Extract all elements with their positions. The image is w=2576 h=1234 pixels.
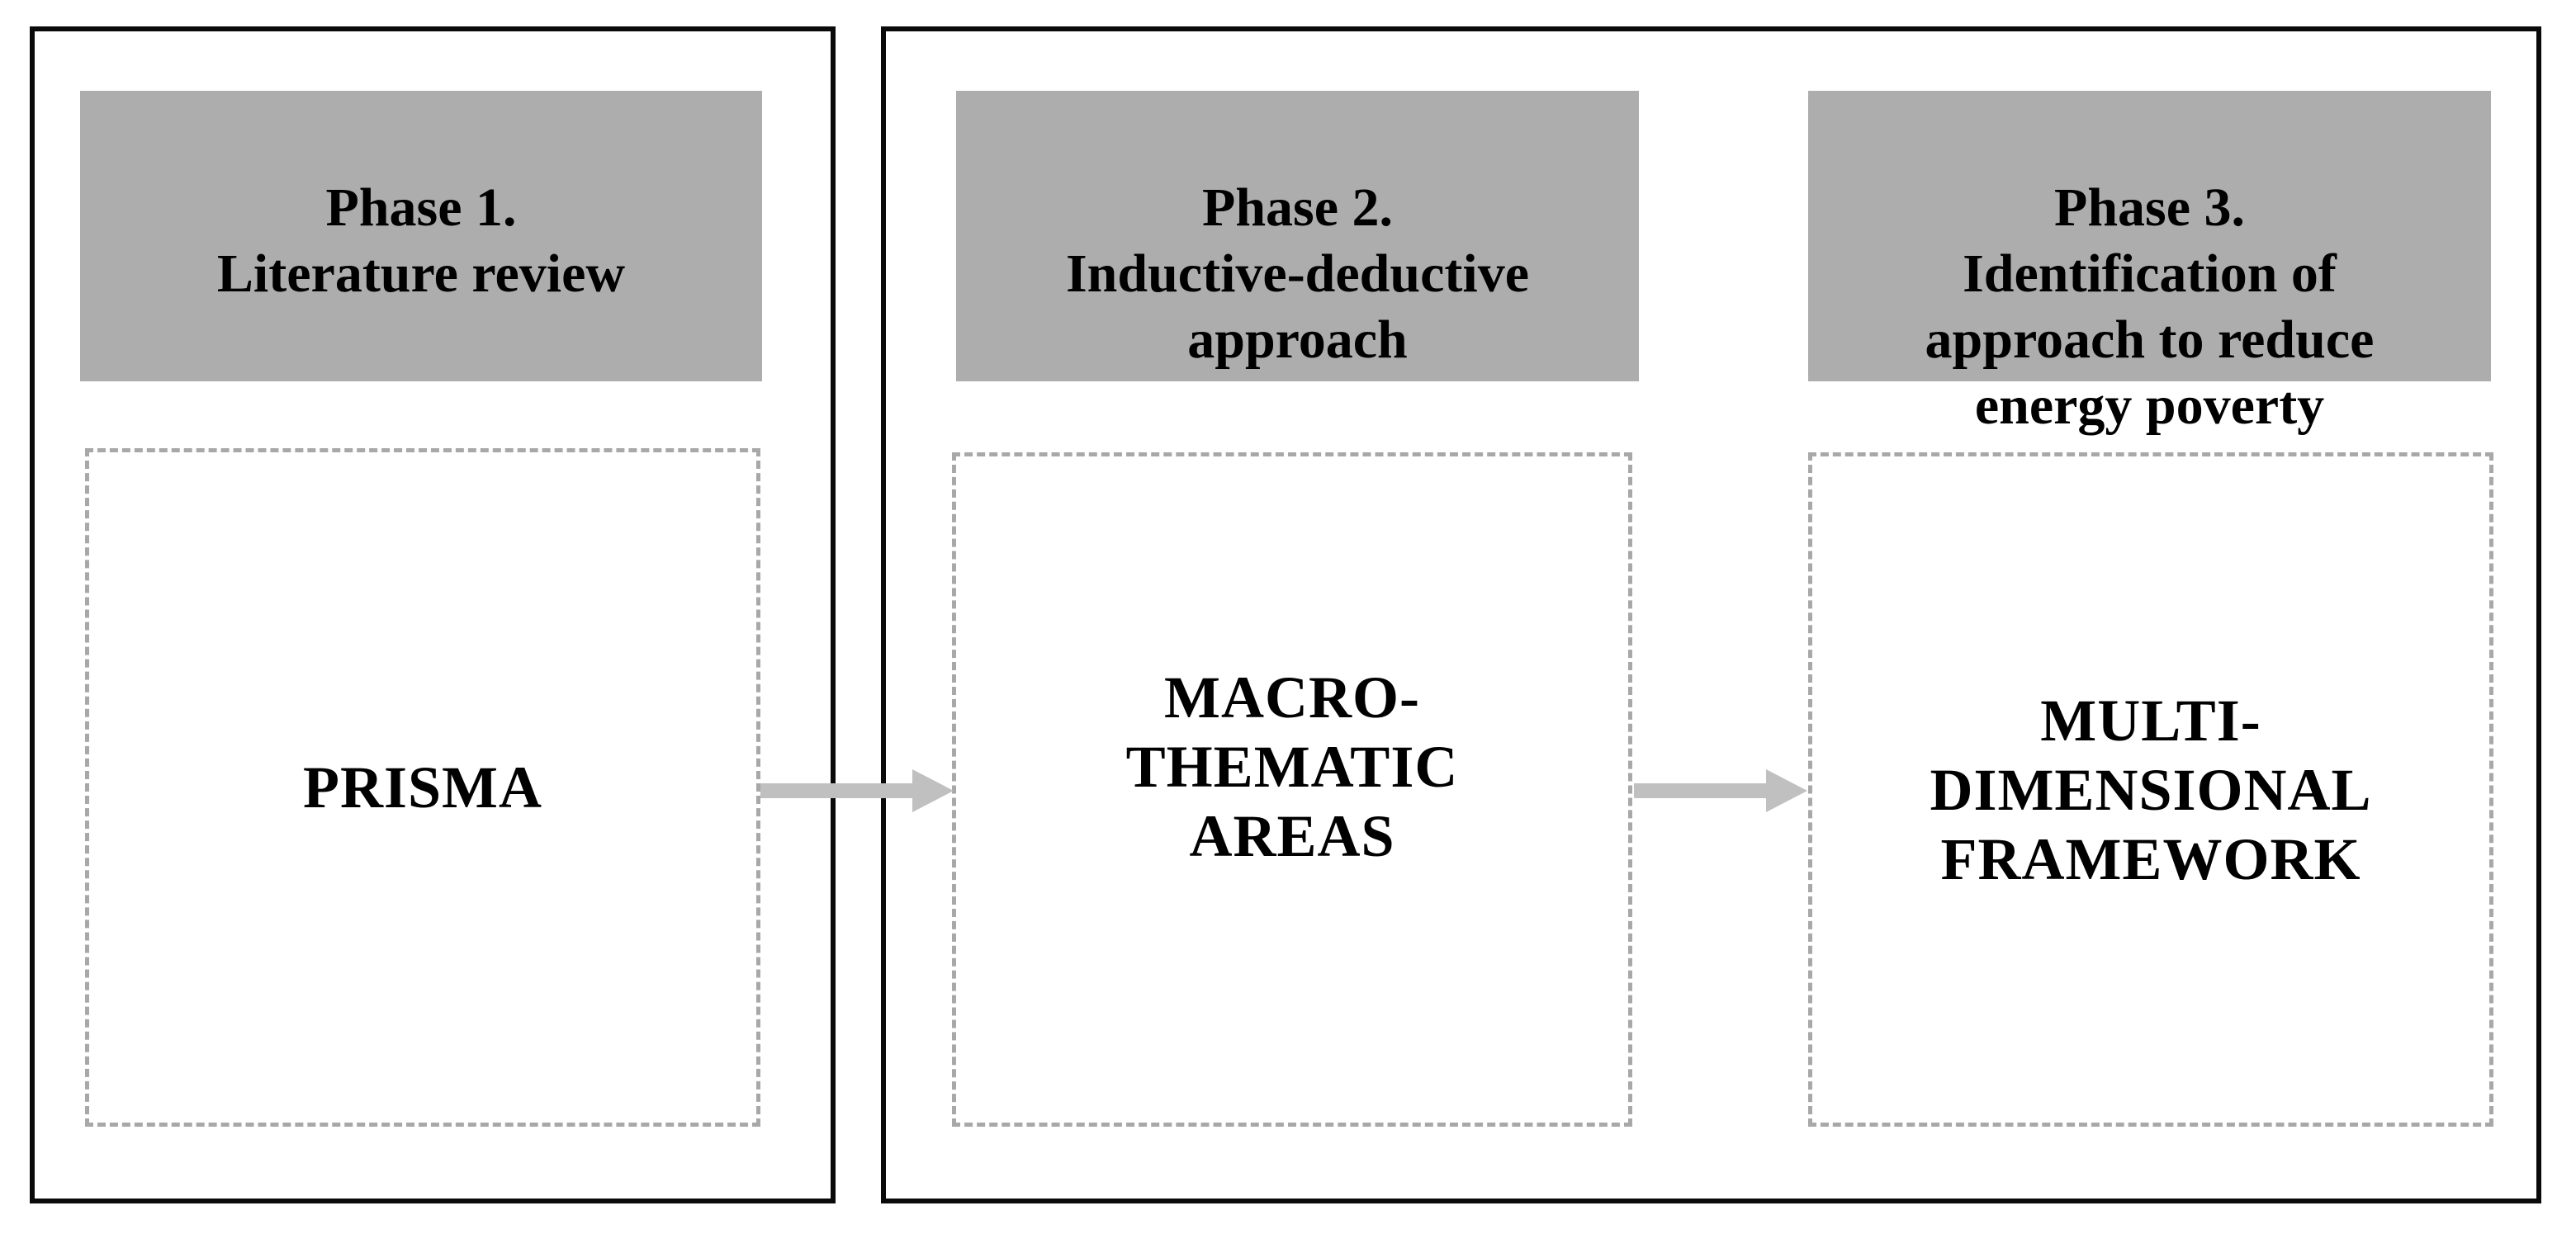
arrow-shaft bbox=[760, 783, 914, 798]
phase-3-header: Phase 3. Identification of approach to r… bbox=[1808, 91, 2491, 436]
arrow-head bbox=[912, 769, 954, 812]
prisma-box: PRISMA bbox=[85, 448, 760, 1127]
prisma-label: PRISMA bbox=[303, 754, 542, 820]
phase-1-header-label: Phase 1. Literature review bbox=[216, 177, 626, 304]
arrow-shaft bbox=[1634, 783, 1766, 798]
phase-2-header-label: Phase 2. Inductive-deductive approach bbox=[1066, 177, 1529, 370]
macro-thematic-areas-box: MACRO- THEMATIC AREAS bbox=[952, 452, 1632, 1127]
phase-3-header-label: Phase 3. Identification of approach to r… bbox=[1925, 177, 2375, 436]
macro-thematic-areas-label: MACRO- THEMATIC AREAS bbox=[1125, 664, 1459, 869]
multi-dimensional-framework-box: MULTI- DIMENSIONAL FRAMEWORK bbox=[1808, 452, 2493, 1127]
arrow-head bbox=[1766, 769, 1807, 812]
phase-2-header: Phase 2. Inductive-deductive approach bbox=[956, 91, 1639, 381]
multi-dimensional-framework-label: MULTI- DIMENSIONAL FRAMEWORK bbox=[1930, 687, 2372, 892]
phase-1-header: Phase 1. Literature review bbox=[80, 91, 762, 381]
